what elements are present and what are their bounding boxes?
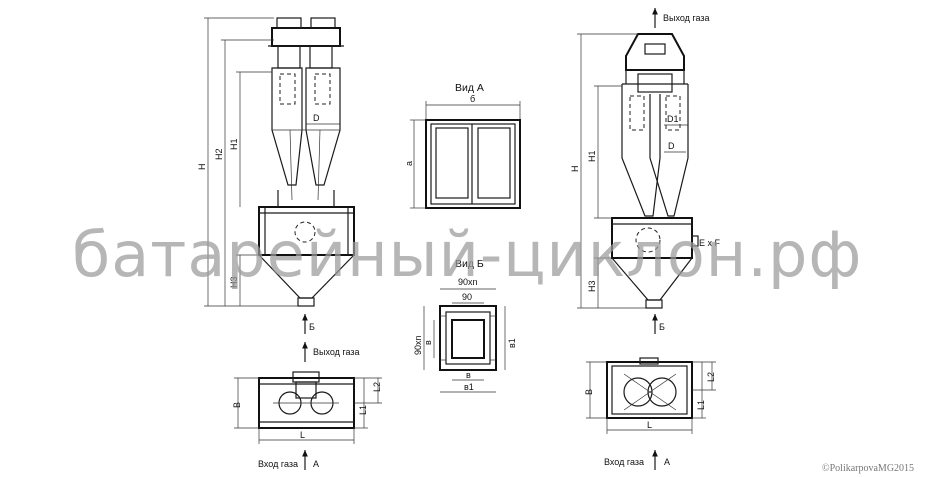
left-front-view: H H2 H1 H3 D Б (197, 17, 355, 334)
left-plan-L: L (300, 430, 305, 440)
dim-D-right: D (668, 141, 675, 151)
right-gas-out: Выход газа (663, 13, 710, 23)
view-b-side: 90xn (413, 335, 423, 355)
view-a: Вид А б а (404, 82, 521, 209)
view-b-in-left: в (423, 340, 433, 345)
copyright: ©PolikarpovaMG2015 (822, 463, 914, 474)
view-b-in1-right: в1 (507, 338, 517, 348)
view-b-in1-bottom: в1 (464, 382, 474, 392)
view-a-title: Вид А (455, 82, 484, 94)
dim-H: H (197, 164, 207, 171)
dim-H-right: H (570, 166, 580, 173)
right-plan-view: B L1 L2 L Вход газа А (584, 357, 716, 470)
left-gas-in: Вход газа (258, 459, 298, 469)
right-view-b-marker: Б (659, 322, 665, 332)
left-plan-B: B (232, 402, 242, 408)
right-plan-L: L (647, 420, 652, 430)
view-b-title: Вид Б (455, 258, 484, 270)
view-b-marker: Б (309, 322, 315, 332)
left-view-a-marker: А (313, 459, 319, 469)
right-plan-L2: L2 (706, 372, 716, 382)
right-plan-B: B (584, 389, 594, 395)
left-gas-out: Выход газа (313, 347, 360, 357)
view-b-inner: 90 (462, 292, 472, 302)
view-a-width: б (470, 94, 475, 104)
dim-H1-right: H1 (587, 150, 597, 162)
view-a-height: а (404, 161, 414, 166)
dim-H2: H2 (214, 148, 224, 160)
right-plan-L1: L1 (696, 400, 706, 410)
right-front-view: Выход газа D1 D E x F H H1 H3 Б (570, 8, 721, 334)
dim-H3-right: H3 (587, 280, 597, 292)
right-view-a-marker: А (664, 457, 670, 467)
dim-D1: D1 (667, 114, 679, 124)
watermark: батарейный-циклон.рф (72, 218, 862, 291)
left-plan-L2: L2 (372, 382, 382, 392)
view-b: Вид Б 90xn 90 90xn в в1 в в1 (413, 258, 517, 393)
dim-H1: H1 (229, 138, 239, 150)
view-b-in-bottom: в (466, 370, 471, 380)
left-plan-L1: L1 (358, 405, 368, 415)
right-gas-in: Вход газа (604, 457, 644, 467)
left-plan-view: Выход газа B L1 L2 L Вход газа А (232, 342, 382, 470)
dim-H3: H3 (229, 276, 239, 288)
dim-ExF: E x F (699, 238, 721, 248)
dim-D: D (313, 113, 320, 123)
view-b-top: 90xn (458, 277, 478, 287)
